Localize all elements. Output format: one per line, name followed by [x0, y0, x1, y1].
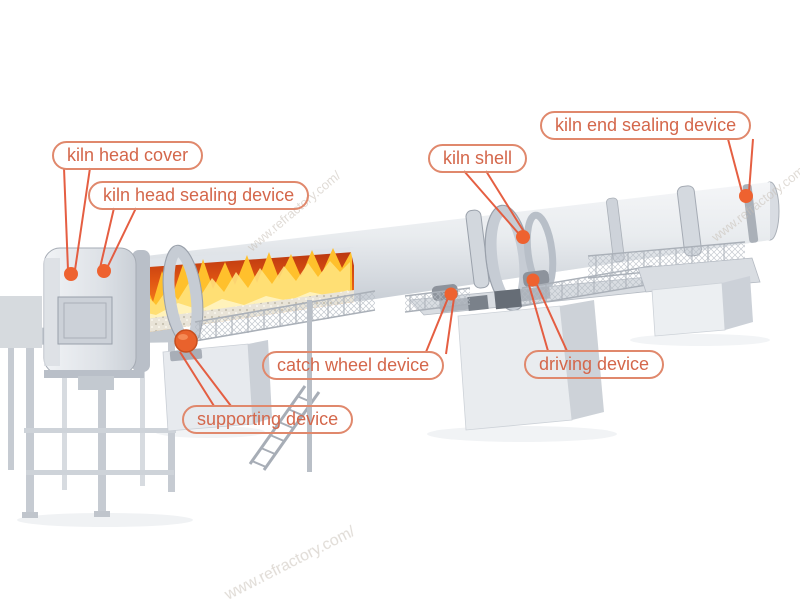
left-walkway-railing	[194, 290, 376, 472]
support-roller	[174, 329, 198, 353]
dot-catch-wheel	[444, 287, 458, 301]
pointer-dots	[64, 189, 753, 301]
dot-kiln-end-sealing	[739, 189, 753, 203]
mid-railing-right	[521, 265, 653, 307]
dot-driving-device	[526, 273, 540, 287]
kiln-end-station	[587, 241, 761, 337]
label-kiln-end-sealing-device: kiln end sealing device	[540, 111, 752, 140]
label-catch-wheel-device: catch wheel device	[262, 351, 445, 380]
pointer-lines	[63, 138, 754, 407]
end-walkway-railing	[587, 241, 746, 279]
label-driving-device: driving device	[524, 350, 665, 379]
label-kiln-shell: kiln shell	[428, 144, 528, 173]
label-kiln-head-sealing-device: kiln head sealing device	[88, 181, 310, 210]
kiln-shell-tube	[95, 181, 780, 340]
driving-station	[404, 265, 663, 431]
kiln-head-hood	[43, 247, 150, 390]
label-kiln-head-cover: kiln head cover	[52, 141, 204, 170]
dot-kiln-shell	[516, 230, 530, 244]
dot-kiln-head-cover	[64, 267, 78, 281]
label-supporting-device: supporting device	[182, 405, 354, 434]
dot-kiln-head-sealing	[97, 264, 111, 278]
watermark-text: www.refractory.com/	[221, 523, 358, 600]
